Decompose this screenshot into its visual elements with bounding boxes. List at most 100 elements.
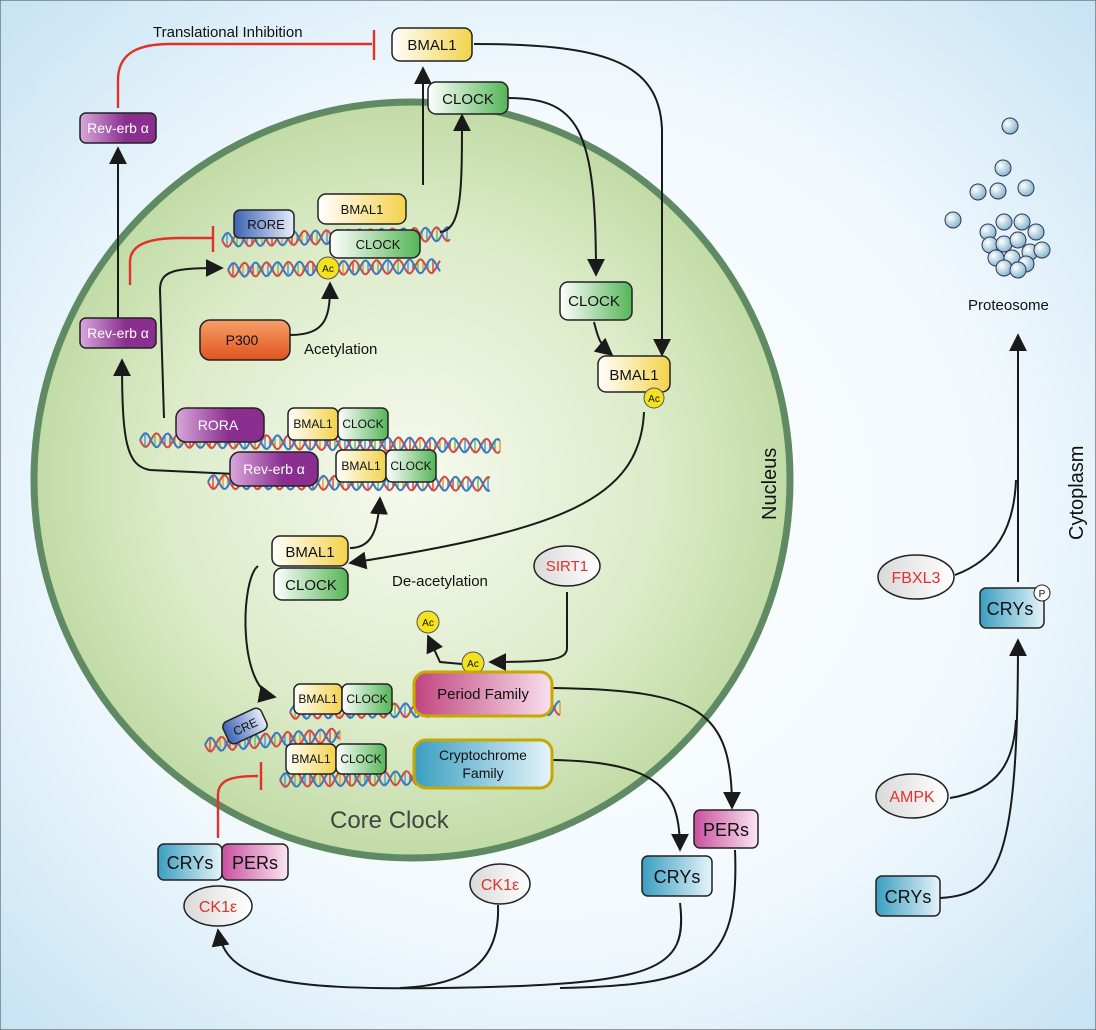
svg-text:CLOCK: CLOCK: [340, 752, 381, 766]
svg-text:RORA: RORA: [198, 417, 239, 433]
svg-text:CK1ε: CK1ε: [199, 899, 237, 916]
arrow-p300-acetylation: [289, 281, 339, 336]
ck1e-node-right: CK1ε: [469, 863, 531, 905]
proteosome-ball: [995, 235, 1013, 253]
svg-text:CLOCK: CLOCK: [342, 417, 383, 431]
core-clock-label: Core Clock: [330, 807, 450, 834]
svg-text:Cryptochrome: Cryptochrome: [439, 747, 527, 763]
svg-text:BMAL1: BMAL1: [293, 417, 333, 431]
svg-text:CRYs: CRYs: [167, 853, 214, 873]
arrow-rora-to-rore: [158, 259, 224, 419]
svg-text:P: P: [1039, 589, 1046, 600]
svg-text:Rev-erb α: Rev-erb α: [87, 325, 149, 341]
p300-node: P300: [199, 319, 291, 361]
svg-text:BMAL1: BMAL1: [407, 37, 456, 54]
svg-text:Period Family: Period Family: [437, 686, 529, 703]
svg-text:SIRT1: SIRT1: [546, 558, 588, 575]
bmal1-dna-top: BMAL1: [317, 193, 407, 225]
arrow-reverb-dna-to-reverb: [113, 358, 236, 475]
svg-text:BMAL1: BMAL1: [341, 459, 381, 473]
rore-node: RORE: [233, 209, 295, 239]
svg-text:BMAL1: BMAL1: [285, 544, 334, 561]
proteosome-ball: [1013, 213, 1031, 231]
line-fbxl3: [954, 479, 1017, 576]
sirt1-node: SIRT1: [533, 545, 601, 587]
de-acetylation-label: De-acetylation: [392, 573, 488, 590]
svg-text:Rev-erb α: Rev-erb α: [87, 120, 149, 136]
svg-text:CLOCK: CLOCK: [356, 237, 401, 252]
line-ck1e-to-loop: [399, 904, 500, 989]
clock-dna-cry: CLOCK: [335, 743, 387, 775]
arrow-clock-to-nucleus: [507, 97, 605, 277]
clock-node-middle: CLOCK: [559, 281, 633, 321]
proteosome-ball: [995, 213, 1013, 231]
nucleus-label: Nucleus: [759, 448, 781, 520]
line-pers-to-loop: [559, 849, 737, 989]
inhibition-reverb-rore: [128, 236, 212, 285]
proteosome-ball: [995, 259, 1013, 277]
svg-text:BMAL1: BMAL1: [291, 752, 331, 766]
svg-text:Ac: Ac: [322, 264, 334, 275]
ac-badge-period: Ac: [461, 651, 485, 675]
svg-text:PERs: PERs: [703, 820, 749, 840]
svg-text:BMAL1: BMAL1: [609, 367, 658, 384]
crys-node-middle: CRYs: [641, 855, 713, 897]
arrow-crys-to-cryp: [939, 638, 1027, 899]
svg-text:CLOCK: CLOCK: [442, 91, 494, 108]
svg-text:Rev-erb α: Rev-erb α: [243, 461, 305, 477]
ac-badge-middle: Ac: [643, 387, 665, 409]
arrow-to-ck1e: [211, 902, 683, 990]
svg-text:P300: P300: [226, 332, 259, 348]
svg-text:FBXL3: FBXL3: [892, 570, 941, 587]
svg-text:CLOCK: CLOCK: [568, 293, 620, 310]
proteosome-ball: [1001, 117, 1019, 135]
svg-text:Ac: Ac: [467, 659, 479, 670]
arrow-cry-to-crys: [552, 759, 689, 852]
svg-text:CLOCK: CLOCK: [285, 577, 337, 594]
proteosome-ball: [994, 159, 1012, 177]
svg-text:BMAL1: BMAL1: [298, 692, 338, 706]
bmal1-node-middle: BMAL1: [597, 355, 671, 393]
svg-text:Ac: Ac: [422, 618, 434, 629]
cre-node: CRE: [222, 707, 268, 745]
svg-text:PERs: PERs: [232, 853, 278, 873]
svg-text:Ac: Ac: [648, 394, 660, 405]
proteosome-label: Proteosome: [968, 297, 1049, 314]
bmal1-dna-rora: BMAL1: [287, 407, 339, 441]
translational-inhibition-label: Translational Inhibition: [153, 24, 303, 41]
clock-dna-reverb: CLOCK: [385, 449, 437, 483]
svg-text:AMPK: AMPK: [889, 789, 935, 806]
crys-node-cytoplasm: CRYs: [875, 875, 941, 917]
svg-text:CLOCK: CLOCK: [390, 459, 431, 473]
connectors: [109, 43, 1027, 990]
clock-node-top: CLOCK: [427, 81, 509, 115]
arrow-bmal1-to-nucleus: [473, 43, 671, 357]
bmal1-node-stack: BMAL1: [271, 535, 349, 567]
bmal1-dna-reverb: BMAL1: [335, 449, 387, 483]
svg-text:CRYs: CRYs: [885, 887, 932, 907]
phospho-badge: P: [1033, 584, 1051, 602]
arrow-bmal1clock-to-dna: [349, 496, 388, 549]
crys-node-left: CRYs: [157, 843, 223, 881]
acetylation-label: Acetylation: [304, 341, 377, 358]
inhibition-translational: [116, 42, 372, 108]
arrow-clock-translate: [439, 113, 471, 233]
svg-text:RORE: RORE: [247, 217, 285, 232]
proteosome-ball: [1027, 223, 1045, 241]
svg-text:CLOCK: CLOCK: [346, 692, 387, 706]
proteosome-ball: [969, 183, 987, 201]
svg-text:Family: Family: [462, 765, 503, 781]
proteosome-ball: [989, 182, 1007, 200]
arrow-bmal1clock-to-cre: [244, 565, 277, 703]
bmal1-node-top: BMAL1: [391, 27, 473, 62]
arrow-deacetylation: [348, 411, 645, 570]
arrow-ac-release: [426, 634, 463, 665]
line-ampk: [949, 719, 1017, 799]
reverb-node-top: Rev-erb α: [79, 112, 157, 144]
crys-node-phospho: CRYs: [979, 587, 1045, 629]
ac-badge-top: Ac: [316, 256, 340, 280]
ck1e-node-left: CK1ε: [183, 885, 253, 927]
proteosome-ball: [1017, 179, 1035, 197]
reverb-dna-node: Rev-erb α: [229, 451, 319, 487]
svg-text:CK1ε: CK1ε: [481, 877, 519, 894]
